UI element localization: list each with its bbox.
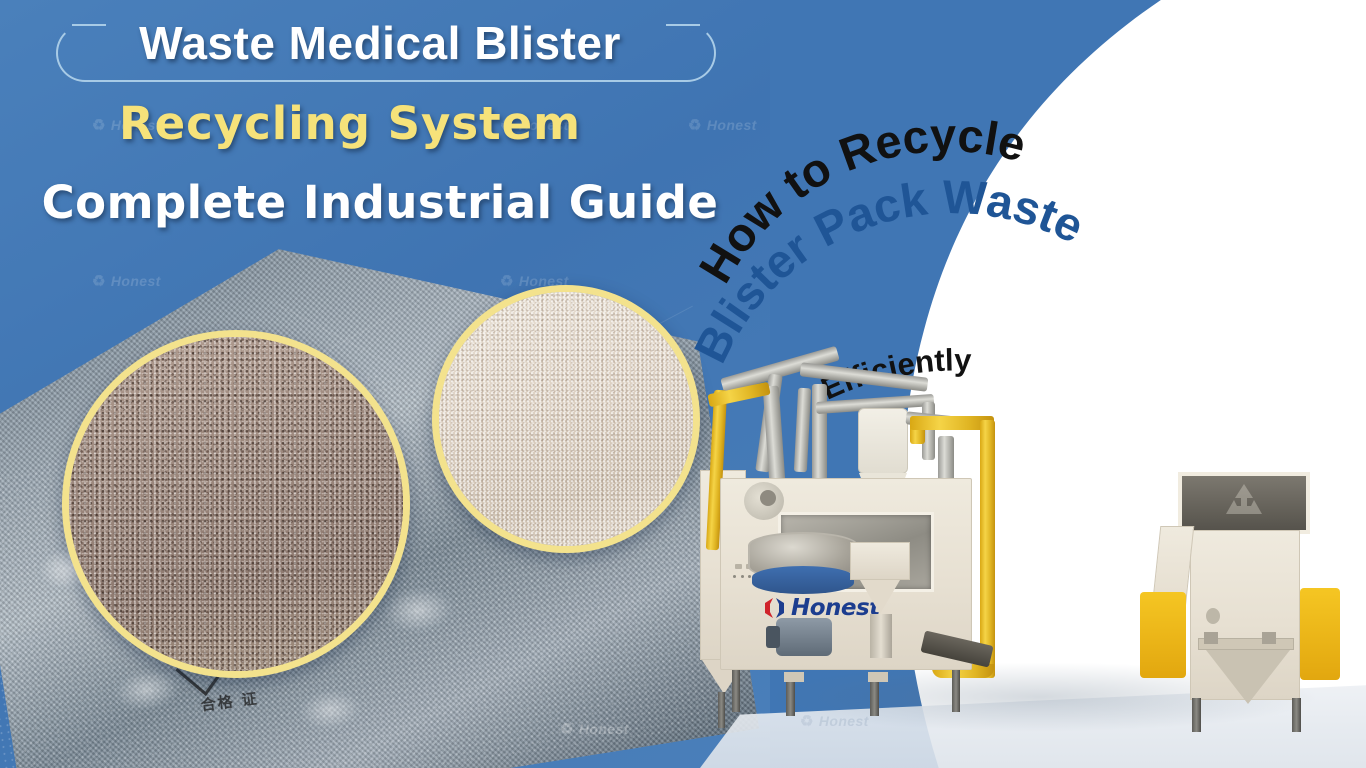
hopper-cone: [860, 580, 900, 614]
page-title-line-1: Waste Medical Blister: [139, 17, 621, 69]
shredder-bolt: [1206, 608, 1220, 624]
machine-leg: [732, 670, 740, 712]
cabinet-foot: [784, 672, 804, 682]
machine-leg: [1292, 698, 1301, 732]
granule-texture: [69, 337, 403, 671]
honest-logo-mark-icon: [765, 598, 784, 618]
down-left-arrow-icon: [1140, 25, 1326, 176]
feed-hopper: [850, 542, 910, 580]
shredder-fitting: [1262, 632, 1276, 644]
duct-pipe: [793, 387, 812, 473]
page-title-line-3: Complete Industrial Guide: [41, 176, 719, 229]
shredder-safety-guard-left: [1140, 592, 1186, 678]
title-bracket-decoration: [56, 23, 716, 82]
sieve-blue-base: [752, 566, 854, 594]
recycle-icon: [1226, 484, 1262, 514]
page-title-line-2: Recycling System: [118, 97, 582, 150]
shredder-feed-opening: [1178, 472, 1310, 534]
recycling-machine-illustration: Honest: [700, 330, 1366, 750]
powder-texture: [439, 292, 693, 546]
drive-motor: [776, 618, 832, 656]
shredder-fitting: [1204, 632, 1218, 644]
yellow-pipe: [910, 416, 994, 430]
cabinet-foot: [868, 672, 888, 682]
duct-pipe: [812, 384, 827, 490]
machine-leg: [786, 682, 795, 716]
product-photo-powder: [432, 285, 700, 553]
shredder-safety-guard-right: [1300, 588, 1340, 680]
motor-end: [766, 626, 780, 648]
cyclone-separator: [858, 408, 908, 474]
machine-leg: [1192, 698, 1201, 732]
machine-leg: [952, 670, 960, 712]
machine-leg: [870, 682, 879, 716]
discharge-tube: [870, 614, 892, 658]
yellow-pipe: [980, 420, 995, 678]
product-photo-granules: [62, 330, 410, 678]
blower-hub: [760, 490, 776, 506]
shredder-discharge-cone: [1206, 650, 1290, 704]
machine-leg: [718, 692, 725, 728]
